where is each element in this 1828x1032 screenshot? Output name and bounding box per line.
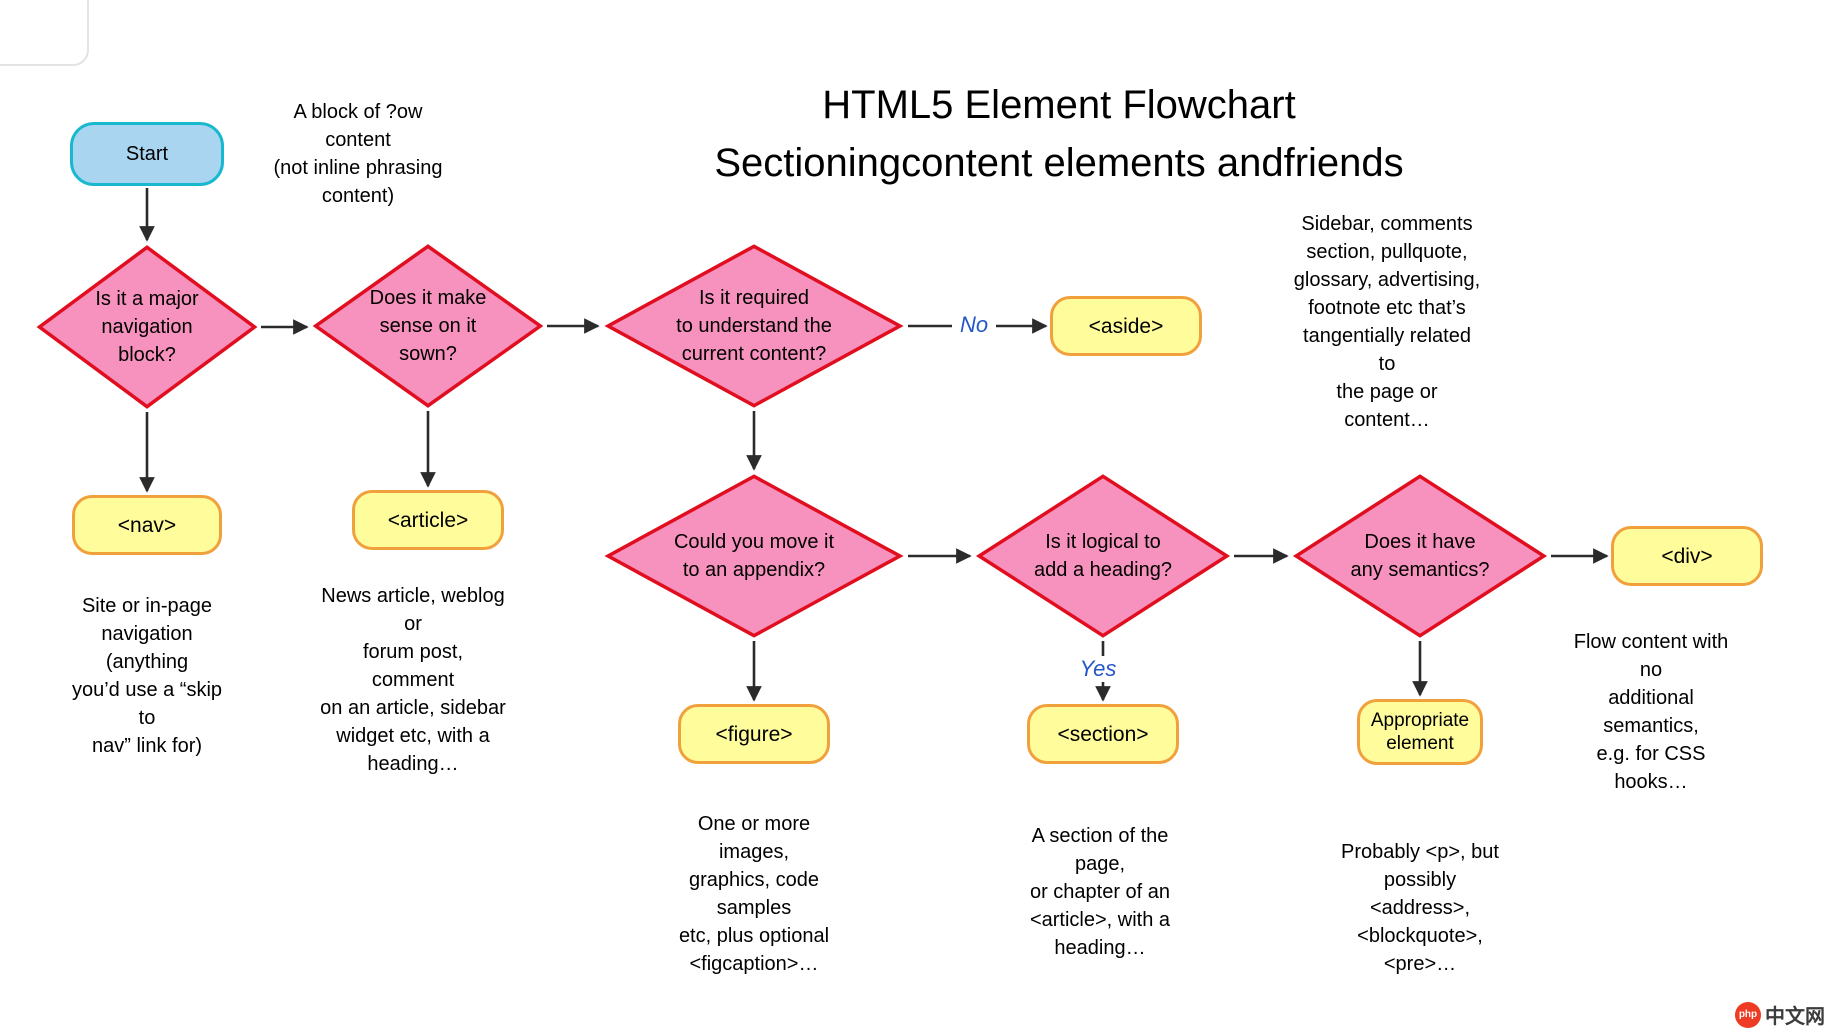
decision-makes-sense-label: Does it make sense on it sown?	[369, 287, 487, 365]
corner-tab	[0, 0, 89, 66]
diamond-shape	[602, 243, 906, 409]
note-div: Flow content with no additional semantic…	[1573, 631, 1729, 793]
decision-logical-heading: Is it logical to add a heading?	[974, 473, 1232, 639]
watermark-php-cn: php 中文网	[1735, 1000, 1825, 1029]
edge-label-no: No	[952, 312, 996, 338]
result-nav: <nav>	[72, 495, 222, 555]
diamond-shape	[1291, 473, 1549, 639]
decision-has-semantics: Does it have any semantics?	[1291, 473, 1549, 639]
result-figure-label: <figure>	[715, 722, 793, 746]
edge-label-yes: Yes	[1073, 656, 1123, 682]
decision-major-nav-label: Is it a major navigation block?	[95, 288, 199, 366]
result-appropriate-element-label: Appropriate element	[1370, 710, 1470, 754]
result-div-label: <div>	[1661, 544, 1713, 568]
start-node-label: Start	[125, 142, 169, 165]
result-appropriate-element: Appropriate element	[1357, 699, 1483, 765]
decision-has-semantics-label: Does it have any semantics?	[1350, 531, 1490, 581]
result-article-label: <article>	[387, 508, 469, 532]
note-appropriate: Probably <p>, but possibly <address>, <b…	[1341, 841, 1499, 975]
decision-makes-sense: Does it make sense on it sown?	[311, 243, 545, 409]
decision-required-content-label: Is it required to understand the current…	[676, 287, 832, 365]
php-logo-icon: php	[1735, 1001, 1761, 1028]
note-nav: Site or in-page navigation (anything you…	[71, 595, 223, 757]
diamond-shape	[311, 243, 545, 409]
decision-required-content: Is it required to understand the current…	[602, 243, 906, 409]
result-nav-label: <nav>	[117, 513, 177, 537]
flowchart-title: HTML5 Element Flowchart Sectioningconten…	[559, 76, 1559, 192]
decision-major-nav: Is it a major navigation block?	[35, 244, 259, 410]
result-aside-label: <aside>	[1088, 314, 1164, 338]
decision-move-appendix: Could you move it to an appendix?	[602, 473, 906, 639]
result-article: <article>	[352, 490, 504, 550]
diamond-shape	[35, 244, 259, 410]
note-aside: Sidebar, comments section, pullquote, gl…	[1293, 213, 1481, 431]
diamond-shape	[602, 473, 906, 639]
result-figure: <figure>	[678, 704, 830, 764]
note-article: News article, weblog or forum post, comm…	[320, 585, 506, 775]
start-node: Start	[70, 122, 224, 186]
result-section-label: <section>	[1057, 722, 1149, 746]
result-div: <div>	[1611, 526, 1763, 586]
watermark-text: 中文网	[1765, 1006, 1825, 1028]
note-figure: One or more images, graphics, code sampl…	[678, 813, 830, 975]
note-section: A section of the page, or chapter of an …	[1029, 825, 1171, 959]
note-flow-content: A block of ?ow content (not inline phras…	[273, 101, 443, 207]
title-line-2: Sectioningcontent elements andfriends	[714, 141, 1404, 185]
decision-move-appendix-label: Could you move it to an appendix?	[673, 531, 835, 581]
diamond-shape	[974, 473, 1232, 639]
decision-logical-heading-label: Is it logical to add a heading?	[1034, 531, 1172, 581]
result-aside: <aside>	[1050, 296, 1202, 356]
result-section: <section>	[1027, 704, 1179, 764]
title-line-1: HTML5 Element Flowchart	[822, 83, 1296, 127]
